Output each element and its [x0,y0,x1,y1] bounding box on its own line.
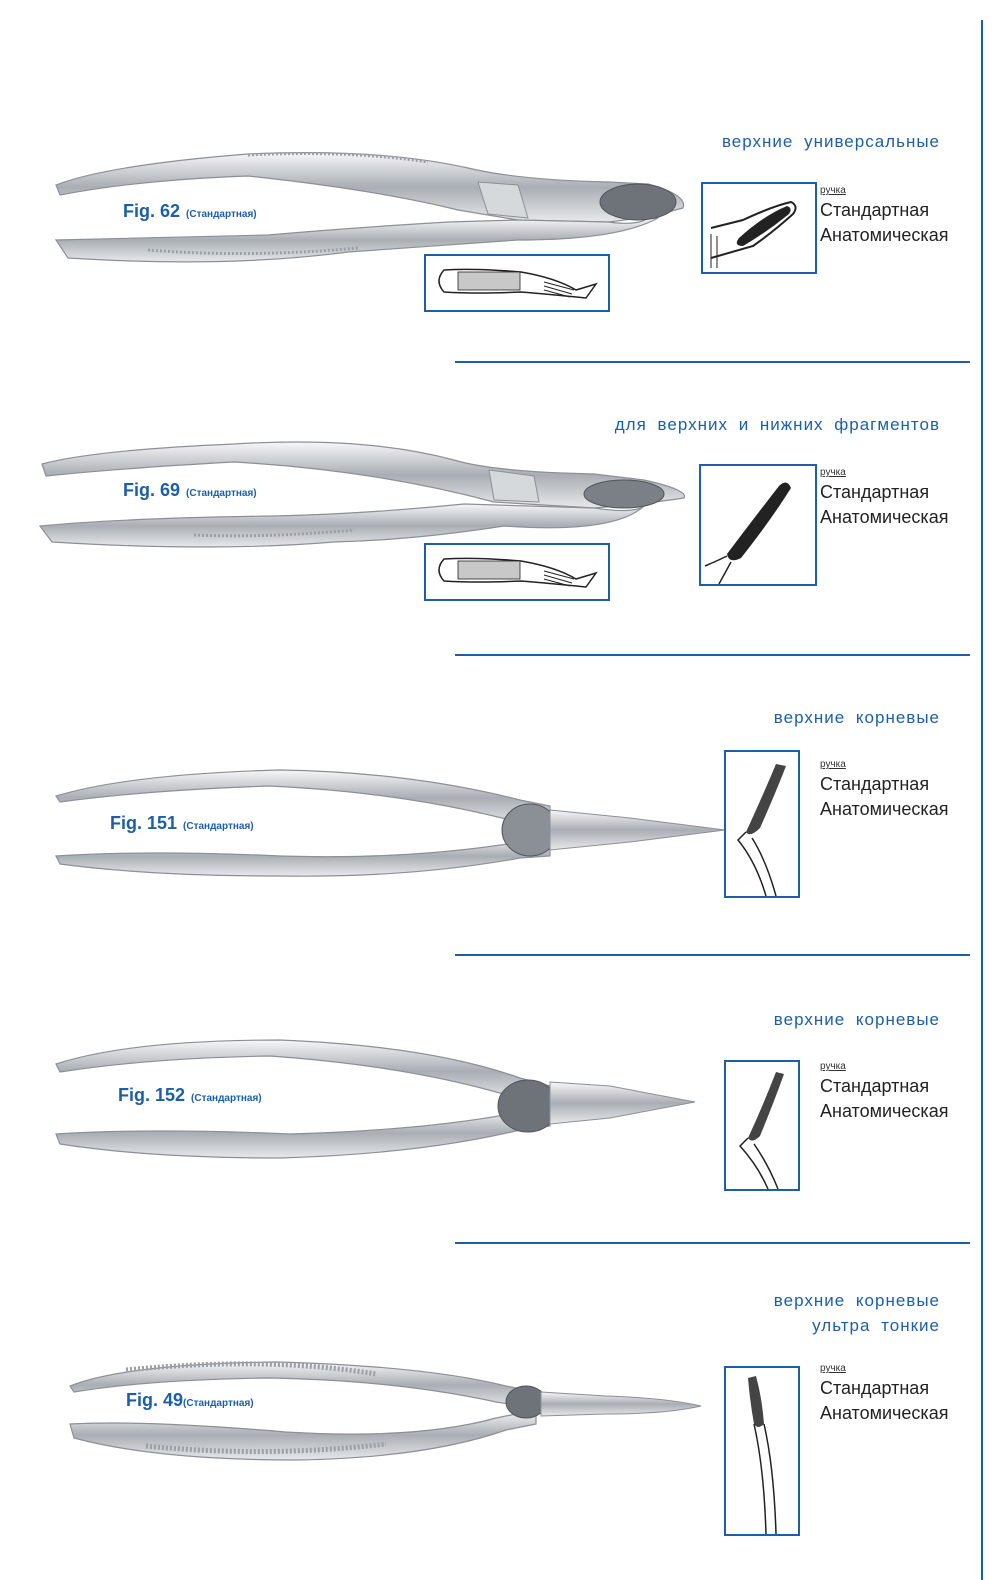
handle-detail-icon [704,482,791,584]
handle-detail-box [724,1366,800,1536]
section-title: для верхних и нижних фрагментов [615,415,940,435]
handle-detail-box [724,750,800,898]
section-divider [455,654,970,656]
jaw-profile-icon [438,557,598,588]
handle-label: ручка [820,467,846,478]
handle-option-anatomic: Анатомическая [820,1403,949,1423]
figure-type: (Стандартная) [183,821,254,832]
handle-options: ручка Стандартная Анатомическая [820,184,948,248]
handle-option-anatomic: Анатомическая [820,1101,949,1121]
page-edge-rule [981,20,983,1580]
handle-option-standard: Стандартная [820,1076,930,1096]
jaw-profile-icon [438,268,598,299]
section-divider [455,361,970,363]
section-title-line: верхние корневые [773,1010,940,1029]
handle-option-standard: Стандартная [820,1378,930,1398]
product-section-fig-151: верхние корневые Fig. 151 (Стандартная) [50,708,970,956]
forceps-image [66,1350,706,1470]
handle-detail-box [699,464,817,586]
forceps-image [48,140,698,275]
section-title-line-1: верхние корневые [773,1291,940,1310]
product-section-fig-69: для верхних и нижних фрагментов Fig. 69 (… [0,0,1000,660]
handle-detail-icon [748,1376,777,1534]
handle-option-standard: Стандартная [820,482,930,502]
forceps-image [34,430,699,555]
section-divider [455,954,970,956]
section-title-line: для верхних и нижних фрагментов [614,415,940,434]
jaw-profile-box [424,543,610,601]
handle-detail-icon [738,1072,784,1189]
figure-label: Fig. 69 (Стандартная) [123,480,257,501]
figure-number: Fig. 151 [110,813,178,833]
figure-type: (Стандартная) [191,1093,262,1104]
figure-number: Fig. 62 [123,201,181,221]
product-section-fig-62: верхние универсальные Fig. 62 (Стандартна… [0,0,1000,363]
figure-label: Fig. 151 (Стандартная) [110,813,254,834]
forceps-image [50,760,730,885]
handle-detail-icon [736,764,786,896]
forceps-image [50,1030,698,1170]
figure-label: Fig. 62 (Стандартная) [123,201,257,222]
handle-detail-box [701,182,817,274]
section-title-line: верхние универсальные [721,132,940,151]
section-title: верхние корневые [774,708,940,728]
section-title: верхние корневые ультра тонкие [774,1288,940,1338]
forceps-drawing [54,152,685,263]
handle-options: ручка Стандартная Анатомическая [820,758,948,822]
section-title-line: верхние корневые [773,708,940,727]
handle-label: ручка [820,185,846,196]
handle-option-standard: Стандартная [820,774,930,794]
forceps-drawing [55,1039,696,1159]
handle-option-standard: Стандартная [820,200,930,220]
figure-type: (Стандартная) [183,1398,254,1409]
figure-type: (Стандартная) [186,209,257,220]
handle-option-anatomic: Анатомическая [820,507,949,527]
handle-detail-icon [710,200,797,268]
figure-label: Fig. 49(Стандартная) [126,1390,254,1411]
forceps-drawing [69,1361,702,1461]
handle-label: ручка [820,1363,846,1374]
section-title-line-2: ультра тонкие [812,1316,940,1335]
figure-number: Fig. 49 [126,1390,184,1410]
forceps-drawing [55,769,726,877]
section-title: верхние универсальные [722,132,940,152]
handle-detail-box [724,1060,800,1191]
handle-options: ручка Стандартная Анатомическая [820,1362,948,1426]
figure-label: Fig. 152 (Стандартная) [118,1085,262,1106]
forceps-drawing [38,441,686,548]
section-title: верхние корневые [774,1010,940,1030]
product-section-fig-152: верхние корневые Fig. 152 (Стандартная) [50,1010,970,1244]
figure-number: Fig. 69 [123,480,181,500]
handle-options: ручка Стандартная Анатомическая [820,466,948,530]
handle-option-anatomic: Анатомическая [820,799,949,819]
handle-label: ручка [820,1061,846,1072]
figure-number: Fig. 152 [118,1085,186,1105]
handle-options: ручка Стандартная Анатомическая [820,1060,948,1124]
figure-type: (Стандартная) [186,488,257,499]
handle-label: ручка [820,759,846,770]
handle-option-anatomic: Анатомическая [820,225,949,245]
jaw-profile-box [424,254,610,312]
section-divider [455,1242,970,1244]
